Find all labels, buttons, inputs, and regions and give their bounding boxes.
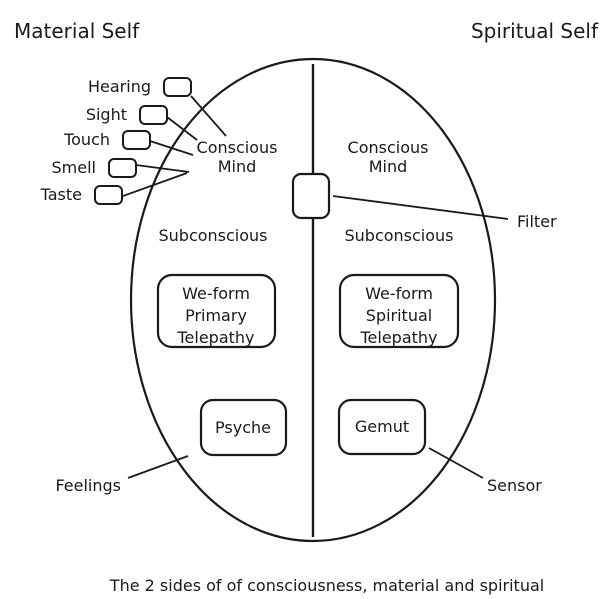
sense-box-touch: [122, 130, 151, 150]
we-form-spiritual-telepathy-line2: Spiritual: [366, 306, 432, 325]
we-form-spiritual-telepathy-box: [338, 273, 460, 349]
we-form-primary-telepathy-box: [156, 273, 277, 349]
filter-line: [332, 195, 509, 220]
filter-label: Filter: [517, 212, 557, 231]
sense-label-taste: Taste: [40, 185, 82, 204]
sense-box-smell: [108, 158, 137, 178]
conscious-mind-label-left-line1: Conscious: [197, 138, 278, 157]
we-form-spiritual-telepathy-line1: We-form: [365, 284, 433, 303]
sight-connector-line: [166, 116, 198, 141]
sense-label-smell: Smell: [52, 158, 96, 177]
consciousness-oval: [129, 57, 497, 543]
filter-box: [291, 172, 331, 220]
subconscious-label-right: Subconscious: [344, 226, 453, 245]
feelings-line: [127, 455, 189, 479]
touch-connector-line: [149, 140, 194, 156]
conscious-mind-label-left-line2: Mind: [218, 157, 257, 176]
subconscious-label-left: Subconscious: [158, 226, 267, 245]
sense-label-sight: Sight: [86, 105, 127, 124]
conscious-mind-label-right-line2: Mind: [369, 157, 408, 176]
psyche-label: Psyche: [215, 418, 271, 437]
we-form-primary-telepathy-line3: Telepathy: [176, 328, 254, 347]
caption: The 2 sides of of consciousness, materia…: [109, 576, 544, 595]
sense-box-hearing: [163, 77, 192, 97]
sensor-label: Sensor: [487, 476, 542, 495]
sensor-line: [428, 447, 484, 479]
hearing-connector-line: [190, 95, 227, 137]
sense-box-sight: [139, 105, 168, 125]
conscious-mind-label-right-line1: Conscious: [348, 138, 429, 157]
sense-label-touch: Touch: [63, 130, 110, 149]
spiritual-self-title: Spiritual Self: [471, 19, 599, 43]
feelings-label: Feelings: [55, 476, 121, 495]
sense-label-hearing: Hearing: [88, 77, 151, 96]
we-form-spiritual-telepathy-line3: Telepathy: [359, 328, 437, 347]
psyche-box: [199, 398, 288, 457]
gemut-box: [337, 398, 427, 456]
sense-box-taste: [94, 185, 123, 205]
gemut-label: Gemut: [355, 417, 409, 436]
we-form-primary-telepathy-line1: We-form: [182, 284, 250, 303]
taste-connector-line: [122, 172, 188, 197]
we-form-primary-telepathy-line2: Primary: [185, 306, 247, 325]
material-self-title: Material Self: [14, 19, 140, 43]
smell-connector-line: [135, 164, 190, 173]
